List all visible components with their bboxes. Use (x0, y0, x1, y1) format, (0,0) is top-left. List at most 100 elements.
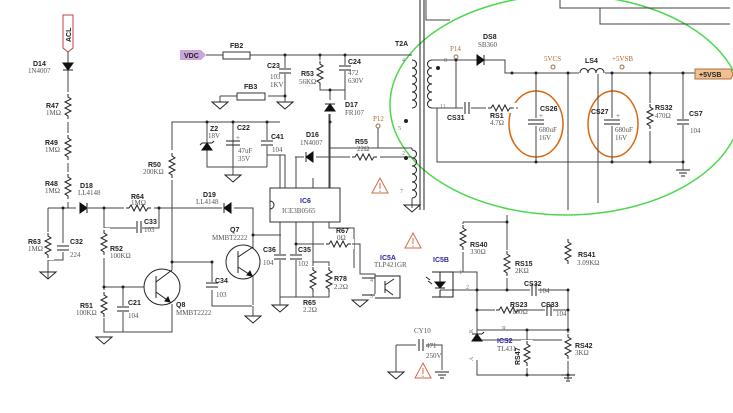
value-ds8: SB360 (478, 41, 498, 49)
label-r51: R51 (80, 303, 93, 310)
pin-label: 7 (400, 189, 403, 195)
pin-label: 11 (440, 104, 446, 110)
label-d19: D19 (203, 192, 216, 199)
optocoupler-ic5a: 43 (362, 275, 401, 300)
capacitor-cs26: + (527, 112, 545, 126)
value-rs41: 3.09KΩ (577, 259, 600, 267)
label-r64: R64 (131, 194, 144, 201)
label-cs33: CS33 (541, 302, 559, 309)
svg-text:ACL: ACL (66, 27, 73, 42)
value-q7: MMBT2222 (212, 234, 248, 242)
voltage-c22: 35V (238, 155, 250, 163)
testpoint-5vcs (550, 64, 556, 70)
label-r63: R63 (28, 239, 41, 246)
value-cy10: 471 (426, 342, 437, 350)
diode-d14 (62, 62, 74, 71)
zener-z2 (199, 140, 215, 151)
label-r47: R47 (46, 103, 59, 110)
svg-text:+5VSB: +5VSB (699, 72, 721, 79)
pin-label: 8 (444, 58, 447, 64)
label-r65: R65 (303, 300, 316, 307)
label-fb2: FB2 (230, 43, 243, 50)
junction-dots (61, 53, 685, 377)
testpoint-5vsb (619, 64, 625, 70)
value-c35: 102 (298, 260, 309, 268)
label-z2: Z2 (210, 126, 218, 133)
label-cy10: CY10 (414, 327, 431, 335)
label-c23: C23 (267, 63, 280, 70)
transformer-t2a (404, 0, 440, 210)
ground-icon (95, 336, 113, 345)
earth-ground-icon (434, 371, 450, 379)
pin-label: 4 (402, 58, 405, 64)
warning-icon (404, 232, 422, 249)
value-r52: 100KΩ (110, 252, 131, 260)
value-d17: FR107 (345, 109, 365, 117)
value-rs42: 3KΩ (575, 349, 589, 357)
value-z2: 18V (208, 132, 220, 140)
value-cs27: 680uF (615, 126, 633, 134)
label-ics2: ICS2 (497, 338, 513, 345)
diode-ds8 (476, 54, 485, 66)
value-rs15: 2KΩ (515, 267, 529, 275)
value-r78: 2.2Ω (334, 283, 348, 291)
ground-icon (271, 304, 289, 313)
label-c22: C22 (237, 125, 250, 132)
label-c41: C41 (271, 134, 284, 141)
label-rs1: RS1 (490, 113, 504, 120)
pin-label: 5 (398, 126, 401, 132)
value-rs32: 470Ω (655, 112, 671, 120)
label-ds8: DS8 (483, 34, 497, 41)
value-r49: 1MΩ (45, 146, 60, 154)
value-c41: 104 (272, 146, 283, 154)
value-r55: 22Ω (357, 145, 369, 153)
svg-text:A: A (469, 356, 475, 361)
value-c21: 104 (128, 312, 139, 320)
label-rs41: RS41 (578, 252, 596, 259)
value-rs1: 4.7Ω (490, 119, 504, 127)
label-p12: P12 (373, 115, 384, 123)
value-ic5a: TLP421GR (374, 261, 407, 269)
label-c33: C33 (144, 219, 157, 226)
label-rs47: RS47 (515, 347, 522, 365)
svg-text:1: 1 (459, 270, 462, 276)
voltage-c23: 1KV (270, 81, 284, 89)
ferrite-fb2 (222, 51, 251, 60)
svg-text:+: + (616, 112, 620, 120)
value-r51: 100KΩ (76, 309, 97, 317)
value-d16: 1N4007 (300, 139, 323, 147)
output-port-5vsb: +5VSB (694, 68, 733, 80)
label-r48: R48 (45, 181, 58, 188)
label-5vsb: +5VSB (612, 55, 633, 63)
label-r50: R50 (148, 162, 161, 169)
label-rs42: RS42 (575, 343, 593, 350)
value-cs33: 104 (556, 310, 567, 318)
ground-icon (351, 299, 369, 308)
label-ic5b: IC5B (433, 257, 449, 264)
ic6-chip: IC6 ICE3B0565 (269, 100, 355, 297)
ground-icon (276, 101, 294, 110)
testpoint-p14 (453, 54, 459, 60)
label-r53: R53 (301, 71, 314, 78)
label-r52: R52 (110, 246, 123, 253)
ground-icon (244, 315, 262, 324)
shunt-regulator-ics2: KAR (469, 326, 506, 361)
transistor-q8 (143, 150, 181, 306)
label-5vcs: 5VCS (544, 55, 561, 63)
label-q7: Q7 (230, 227, 239, 234)
value-c32: 224 (70, 251, 81, 259)
value-r64: 1MΩ (131, 199, 146, 207)
value-r48: 1MΩ (45, 187, 60, 195)
label-q8: Q8 (176, 302, 185, 309)
ground-icon (211, 101, 229, 110)
label-d18: D18 (80, 183, 93, 190)
label-cs32: CS32 (524, 281, 542, 288)
testpoint-p12 (375, 123, 381, 148)
value-d14: 1N4007 (28, 67, 51, 75)
value-rs23: 100Ω (512, 308, 528, 316)
label-rs40: RS40 (470, 242, 488, 249)
value-c33: 103 (144, 226, 155, 234)
svg-text:K: K (469, 328, 475, 333)
value-cs32: 104 (539, 287, 550, 295)
